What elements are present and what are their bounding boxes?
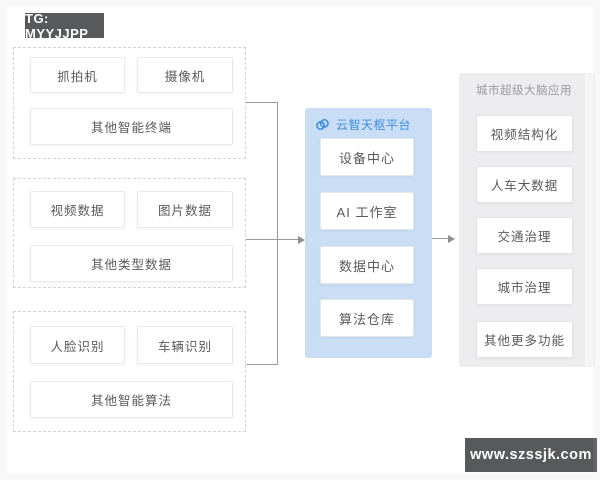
connector-top <box>246 102 277 103</box>
node-video-structuring: 视频结构化 <box>476 115 573 152</box>
node-other-smart-terminals: 其他智能终端 <box>30 108 233 145</box>
node-data-center: 数据中心 <box>320 246 414 284</box>
node-face-recognition: 人脸识别 <box>30 326 125 364</box>
node-capture-camera: 抓拍机 <box>30 57 125 93</box>
node-city-governance: 城市治理 <box>476 268 573 305</box>
node-video-camera: 摄像机 <box>137 57 233 93</box>
node-algorithm-warehouse: 算法仓库 <box>320 299 414 337</box>
application-panel: 城市超级大脑应用 视频结构化 人车大数据 交通治理 城市治理 其他更多功能 <box>459 73 585 367</box>
platform-header: 云智天枢平台 <box>315 114 411 134</box>
application-title: 城市超级大脑应用 <box>476 85 572 97</box>
node-traffic-governance: 交通治理 <box>476 217 573 254</box>
node-people-vehicle-bigdata: 人车大数据 <box>476 166 573 203</box>
node-image-data: 图片数据 <box>137 191 233 228</box>
telegram-watermark: TG: MYYJJPP <box>25 11 104 41</box>
connector-to-applications <box>432 238 448 239</box>
node-ai-studio: AI 工作室 <box>320 192 414 230</box>
node-vehicle-recognition: 车辆识别 <box>137 326 233 364</box>
swirl-link-icon <box>315 117 330 132</box>
connector-vertical <box>277 102 278 365</box>
node-other-data-types: 其他类型数据 <box>30 245 233 282</box>
platform-title: 云智天枢平台 <box>336 117 412 132</box>
platform-panel: 云智天枢平台 设备中心 AI 工作室 数据中心 算法仓库 <box>305 108 432 358</box>
arrowhead-to-applications <box>448 235 455 243</box>
connector-bottom <box>246 364 277 365</box>
connector-to-platform <box>246 239 298 240</box>
node-video-data: 视频数据 <box>30 191 125 228</box>
node-device-center: 设备中心 <box>320 138 414 176</box>
node-more-functions: 其他更多功能 <box>476 321 573 358</box>
arrowhead-to-platform <box>298 236 305 244</box>
website-watermark: www.szssjk.com <box>465 438 597 472</box>
node-other-smart-algorithms: 其他智能算法 <box>30 381 233 418</box>
